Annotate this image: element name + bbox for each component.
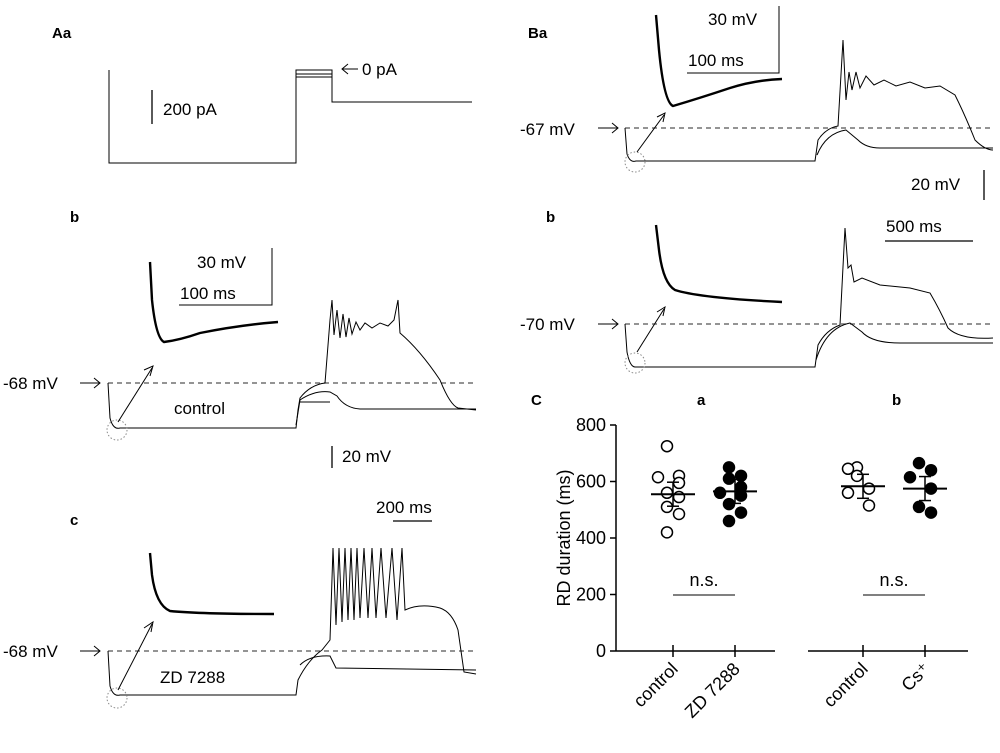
data-point-open	[660, 526, 674, 539]
arrow-vm-b	[80, 377, 101, 389]
data-point-open	[660, 439, 674, 453]
group-label-a: a	[697, 392, 706, 409]
highlight-circle-b	[106, 419, 128, 441]
highlight-circle-c	[106, 687, 128, 709]
inset-arrow-Bb	[636, 305, 666, 353]
inset-scale-bar-b	[179, 248, 273, 306]
data-point-open	[850, 469, 864, 483]
label-0pa: 0 pA	[362, 60, 398, 79]
inset-scale-30mv-b: 30 mV	[197, 253, 247, 272]
highlight-circle-Bb	[624, 352, 646, 374]
arrow-vm-c	[80, 645, 101, 657]
scale-label-20mv-B: 20 mV	[911, 175, 961, 194]
arrow-vm-Ba	[598, 122, 619, 134]
data-point-open	[651, 471, 665, 484]
y-tick-label: 800	[576, 415, 606, 435]
inset-trace-Ba	[654, 14, 783, 108]
inset-arrow-b	[117, 365, 154, 423]
significance-label: n.s.	[689, 570, 718, 590]
trace-label-control: control	[174, 399, 225, 418]
data-point-filled	[722, 461, 736, 474]
inset-trace-Bb	[654, 224, 783, 304]
inset-trace-c	[148, 552, 275, 616]
data-point-open	[841, 462, 855, 476]
vm-label-c: -68 mV	[3, 642, 58, 661]
y-tick-label: 600	[576, 472, 606, 492]
highlight-circle-Ba	[624, 151, 646, 173]
vm-label-Ba: -67 mV	[520, 120, 575, 139]
data-point-open	[672, 507, 686, 521]
x-tick-label: Cs⁺	[897, 659, 933, 695]
scale-label-20mv-A: 20 mV	[342, 447, 392, 466]
inset-scale-100ms-b: 100 ms	[180, 284, 236, 303]
x-tick-label: ZD 7288	[681, 659, 744, 722]
x-tick-label: control	[819, 659, 871, 711]
y-tick-label: 400	[576, 528, 606, 548]
vm-label-Bb: -70 mV	[520, 315, 575, 334]
y-tick-label: 0	[596, 641, 606, 661]
data-point-open	[862, 499, 876, 512]
inset-scale-30mv-Ba: 30 mV	[708, 10, 758, 29]
data-point-filled	[903, 471, 917, 484]
arrow-vm-Bb	[598, 318, 619, 330]
inset-arrow-c	[117, 620, 154, 691]
y-axis-label: RD duration (ms)	[554, 469, 574, 606]
panel-label-Ab: b	[70, 209, 79, 226]
panel-label-Ac: c	[70, 512, 78, 529]
scale-label-200pa: 200 pA	[163, 100, 218, 119]
scale-label-200ms: 200 ms	[376, 498, 432, 517]
significance-label: n.s.	[879, 570, 908, 590]
inset-scale-bar-Ba	[687, 6, 780, 74]
group-label-b: b	[892, 392, 901, 409]
panel-label-Bb: b	[546, 209, 555, 226]
data-point-filled	[722, 514, 736, 528]
y-tick-label: 200	[576, 585, 606, 605]
voltage-trace-zd7288	[107, 547, 477, 696]
x-tick-label: control	[629, 659, 681, 711]
vm-label-b: -68 mV	[3, 374, 58, 393]
arrow-0pa	[341, 63, 358, 75]
inset-trace-b	[148, 261, 279, 344]
trace-label-zd: ZD 7288	[160, 668, 225, 687]
inset-scale-100ms-Ba: 100 ms	[688, 51, 744, 70]
current-step-trace	[108, 69, 472, 164]
data-point-open	[672, 490, 686, 504]
data-point-filled	[912, 500, 926, 514]
voltage-trace-Ba	[624, 39, 994, 162]
inset-arrow-Ba	[636, 112, 666, 153]
data-point-filled	[924, 506, 938, 519]
data-point-open	[862, 482, 876, 495]
data-point-filled	[924, 463, 938, 477]
data-point-filled	[713, 486, 727, 500]
data-point-filled	[734, 506, 748, 519]
data-point-filled	[912, 456, 926, 470]
voltage-trace-Bb	[624, 227, 994, 368]
data-point-open	[660, 486, 674, 500]
scale-label-500ms: 500 ms	[886, 217, 942, 236]
data-point-open	[841, 486, 855, 500]
panel-label-Ba: Ba	[528, 25, 548, 42]
panel-label-C: C	[531, 392, 542, 409]
voltage-trace-control	[107, 299, 477, 429]
panel-label-Aa: Aa	[52, 25, 72, 42]
